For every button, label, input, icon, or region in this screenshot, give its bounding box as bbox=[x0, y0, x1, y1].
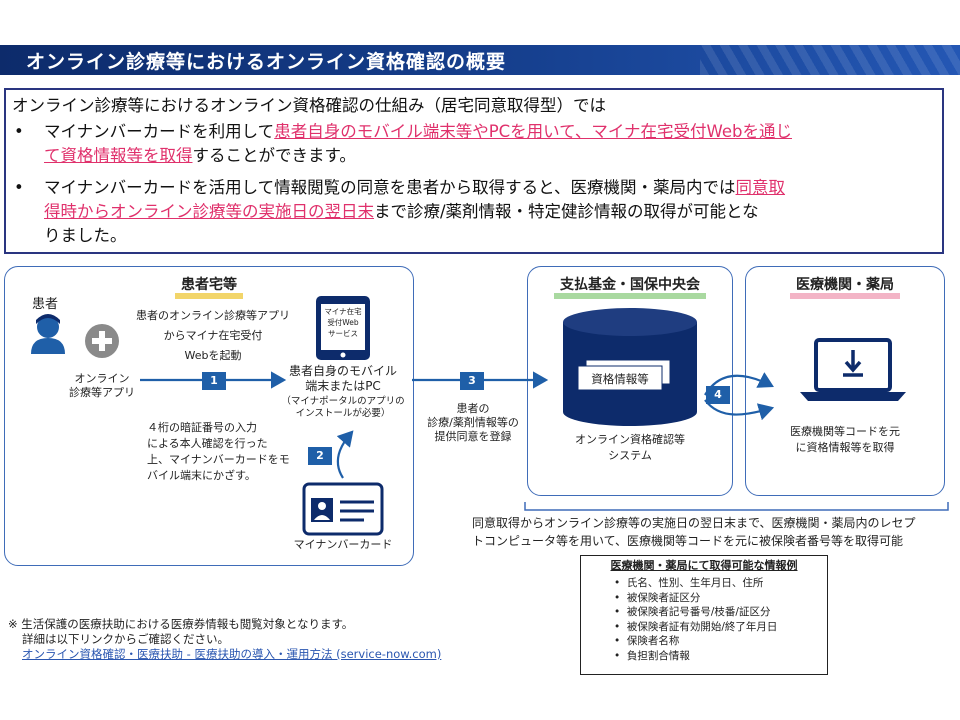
step-badge-4: 4 bbox=[706, 386, 730, 404]
device-note-line: インストールが必要） bbox=[295, 408, 391, 419]
footnote-line: ※ 生活保護の医療扶助における医療券情報も閲覧対象となります。 bbox=[8, 617, 354, 631]
step-badge-1: 1 bbox=[202, 372, 226, 390]
summary-bullet2-line2: 得時からオンライン診療等の実施日の翌日末まで診療/薬剤情報・特定健診情報の取得が… bbox=[44, 200, 759, 224]
app-label: オンライン 診療等アプリ bbox=[60, 372, 144, 400]
bullet2-highlight-cont: 得時からオンライン診療等の実施日の翌日末 bbox=[44, 202, 374, 221]
smartphone-icon bbox=[316, 296, 370, 360]
title-bar bbox=[0, 45, 960, 75]
bullet1-text: マイナンバーカードを利用して bbox=[44, 122, 275, 141]
bullet1-text-end: することができます。 bbox=[192, 146, 356, 165]
arrow-4-lower bbox=[704, 399, 775, 421]
bullet1-highlight: 患者自身のモバイル端末等やPCを用いて、マイナ在宅受付Webを通じ bbox=[274, 122, 792, 141]
launch-text-line: からマイナ在宅受付 bbox=[163, 329, 263, 342]
list-item: • 保険者名称 bbox=[614, 635, 680, 648]
my-number-card-icon bbox=[302, 482, 384, 536]
list-item-text: 被保険者証有効開始/終了年月日 bbox=[626, 620, 778, 633]
device-note: （マイナポータルのアプリの インストールが必要） bbox=[278, 396, 408, 420]
clinic-text-line: 医療機関等コードを元 bbox=[790, 425, 900, 438]
list-item: • 被保険者記号番号/枝番/証区分 bbox=[614, 606, 771, 619]
device-label-line: 患者自身のモバイル bbox=[288, 364, 397, 378]
list-item-text: 氏名、性別、生年月日、住所 bbox=[626, 577, 764, 589]
phone-screen-line: 受付Web bbox=[327, 318, 359, 327]
bottom-note: 同意取得からオンライン診療等の実施日の翌日末まで、医療機関・薬局内のレセプ トコ… bbox=[472, 514, 916, 550]
list-item: • 被保険者証区分 bbox=[614, 591, 701, 604]
phone-screen-text: マイナ在宅 受付Web サービス bbox=[321, 306, 365, 339]
pin-text-line: 上、マイナンバーカードをモ bbox=[147, 453, 290, 466]
launch-text-line: 患者のオンライン診療等アプリ bbox=[136, 309, 290, 322]
bullet1-highlight-cont: て資格情報等を取得 bbox=[44, 146, 193, 165]
fund-panel-title: 支払基金・国保中央会 bbox=[527, 274, 733, 299]
bullet2-text-cont: まで診療/薬剤情報・特定健診情報の取得が可能とな bbox=[374, 202, 759, 221]
database-icon bbox=[563, 308, 697, 426]
title-bar-decoration bbox=[700, 45, 960, 75]
bullet-marker: • bbox=[14, 178, 24, 197]
bottom-note-line: トコンピュータ等を用いて、医療機関等コードを元に被保険者番号等を取得可能 bbox=[472, 534, 904, 548]
step-badge-3: 3 bbox=[460, 372, 484, 390]
info-list: • 氏名、性別、生年月日、住所 • 被保険者証区分 • 被保険者記号番号/枝番/… bbox=[614, 576, 777, 664]
footnote-line: 詳細は以下リンクからご確認ください。 bbox=[22, 632, 229, 646]
clinic-panel-title: 医療機関・薬局 bbox=[745, 274, 945, 299]
pin-text-line: ４桁の暗証番号の入力 bbox=[147, 421, 257, 434]
bullet-marker: • bbox=[14, 122, 24, 141]
info-box bbox=[580, 555, 828, 675]
footnote: ※ 生活保護の医療扶助における医療券情報も閲覧対象となります。 詳細は以下リンク… bbox=[8, 617, 441, 662]
list-item: • 負担割合情報 bbox=[614, 649, 690, 662]
info-box-title: 医療機関・薬局にて取得可能な情報例 bbox=[580, 557, 828, 573]
consent-text: 患者の 診療/薬剤情報等の 提供同意を登録 bbox=[418, 402, 528, 444]
patient-icon bbox=[31, 314, 65, 354]
list-item-text: 保険者名称 bbox=[626, 635, 680, 648]
list-item-text: 被保険者証区分 bbox=[626, 591, 701, 604]
page-title: オンライン診療等におけるオンライン資格確認の概要 bbox=[26, 51, 507, 73]
home-title-text: 患者宅等 bbox=[175, 277, 243, 299]
consent-text-line: 患者の bbox=[456, 402, 490, 415]
patient-label: 患者 bbox=[32, 297, 59, 312]
launch-text: 患者のオンライン診療等アプリ からマイナ在宅受付 Webを起動 bbox=[130, 306, 296, 366]
phone-screen-line: マイナ在宅 bbox=[324, 307, 362, 316]
bullet2-highlight: 同意取 bbox=[735, 178, 786, 197]
system-label-line: オンライン資格確認等 bbox=[575, 433, 685, 446]
clinic-title-text: 医療機関・薬局 bbox=[790, 277, 900, 299]
pin-text-line: による本人確認を行った bbox=[147, 437, 268, 450]
footnote-link[interactable]: オンライン資格確認・医療扶助 - 医療扶助の導入・運用方法 (service-n… bbox=[22, 647, 442, 661]
list-item-text: 負担割合情報 bbox=[626, 649, 690, 662]
home-panel-title: 患者宅等 bbox=[4, 274, 414, 299]
device-label-line: 端末またはPC bbox=[305, 379, 381, 393]
clinic-text-line: に資格情報等を取得 bbox=[795, 441, 895, 454]
app-label-line: オンライン bbox=[74, 372, 130, 385]
step-badge-2: 2 bbox=[308, 447, 332, 465]
launch-text-line: Webを起動 bbox=[184, 349, 242, 362]
clinic-text: 医療機関等コードを元 に資格情報等を取得 bbox=[760, 424, 930, 456]
summary-bullet2-line3: りました。 bbox=[44, 226, 127, 245]
summary-bullet2-line1: マイナンバーカードを活用して情報閲覧の同意を患者から取得すると、医療機関・薬局内… bbox=[44, 176, 785, 200]
phone-screen-line: サービス bbox=[328, 329, 358, 338]
device-label: 患者自身のモバイル 端末またはPC bbox=[278, 364, 408, 394]
pin-text-line: バイル端末にかざす。 bbox=[147, 469, 256, 482]
consent-text-line: 提供同意を登録 bbox=[434, 430, 512, 443]
device-note-line: （マイナポータルのアプリの bbox=[281, 396, 405, 407]
system-label-line: システム bbox=[608, 449, 652, 462]
pin-text: ４桁の暗証番号の入力 による本人確認を行った 上、マイナンバーカードをモ バイル… bbox=[147, 420, 290, 484]
app-label-line: 診療等アプリ bbox=[69, 386, 135, 399]
medical-cross-icon bbox=[85, 324, 119, 358]
list-item: • 氏名、性別、生年月日、住所 bbox=[614, 577, 764, 589]
bottom-note-line: 同意取得からオンライン診療等の実施日の翌日末まで、医療機関・薬局内のレセプ bbox=[472, 516, 916, 530]
fund-title-text: 支払基金・国保中央会 bbox=[554, 277, 706, 299]
bullet2-text: マイナンバーカードを活用して情報閲覧の同意を患者から取得すると、医療機関・薬局内… bbox=[44, 178, 736, 197]
summary-bullet1-line2: て資格情報等を取得することができます。 bbox=[44, 144, 356, 168]
list-item: • 被保険者証有効開始/終了年月日 bbox=[614, 620, 778, 633]
laptop-download-icon bbox=[800, 338, 906, 401]
list-item-text: 被保険者記号番号/枝番/証区分 bbox=[626, 606, 771, 619]
card-label: マイナンバーカード bbox=[293, 538, 393, 551]
info-box-title-text: 医療機関・薬局にて取得可能な情報例 bbox=[610, 559, 798, 572]
summary-box bbox=[4, 88, 944, 254]
summary-heading: オンライン診療等におけるオンライン資格確認の仕組み（居宅同意取得型）では bbox=[12, 96, 606, 115]
arrow-2 bbox=[336, 430, 354, 479]
system-label: オンライン資格確認等 システム bbox=[547, 432, 713, 464]
summary-bullet1-line1: マイナンバーカードを利用して患者自身のモバイル端末等やPCを用いて、マイナ在宅受… bbox=[44, 120, 792, 144]
footnote-link-wrap: オンライン資格確認・医療扶助 - 医療扶助の導入・運用方法 (service-n… bbox=[8, 647, 441, 662]
db-label: 資格情報等 bbox=[591, 372, 649, 386]
bottom-bracket bbox=[524, 502, 949, 511]
consent-text-line: 診療/薬剤情報等の bbox=[427, 416, 519, 429]
